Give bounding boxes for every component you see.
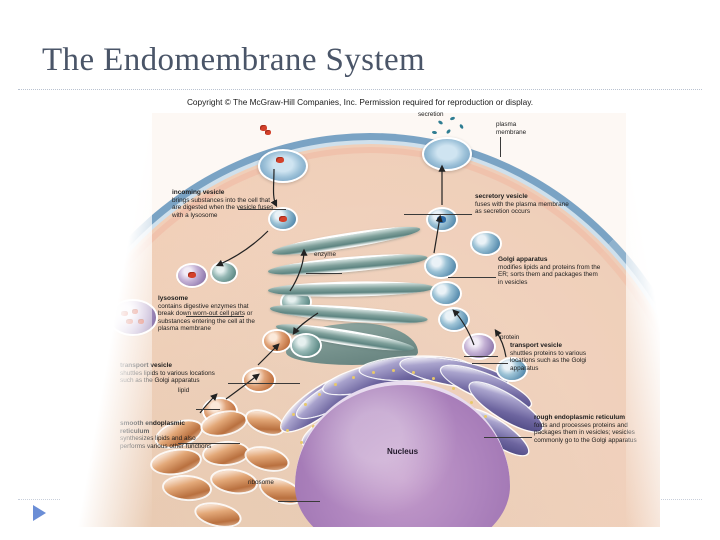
callout-body: contains digestive enzymes that break do… bbox=[158, 302, 255, 333]
leader-secretory-vesicle bbox=[404, 214, 472, 215]
ribosome-dot bbox=[352, 376, 355, 379]
golgi-vesicle bbox=[292, 335, 320, 356]
ribosome-dot bbox=[412, 371, 415, 374]
callout-golgi-apparatus: Golgi apparatus modifies lipids and prot… bbox=[498, 256, 602, 286]
callout-title: smooth endoplasmic reticulum bbox=[120, 420, 186, 435]
exocytosis-pocket bbox=[422, 137, 472, 171]
leader-enzyme bbox=[306, 273, 342, 274]
label-lipid: lipid bbox=[178, 387, 190, 394]
leader-lysosome bbox=[186, 316, 244, 317]
callout-body: synthesizes lipids and also performs var… bbox=[120, 435, 212, 450]
endomembrane-figure: Copyright © The McGraw-Hill Companies, I… bbox=[60, 95, 660, 527]
leader-plasma-membrane bbox=[500, 137, 501, 157]
title-divider bbox=[18, 89, 702, 91]
ingested-substance bbox=[276, 157, 284, 163]
leader-golgi bbox=[448, 277, 496, 278]
callout-title: transport vesicle bbox=[120, 362, 173, 369]
golgi-budding-vesicle bbox=[432, 283, 460, 304]
callout-lysosome: lysosome contains digestive enzymes that… bbox=[158, 295, 262, 333]
ribosome-dot bbox=[392, 369, 395, 372]
ribosome-dot bbox=[372, 371, 375, 374]
golgi-budding-vesicle bbox=[440, 309, 468, 330]
transport-vesicle-protein bbox=[472, 233, 500, 254]
vesicle-cargo bbox=[279, 216, 287, 222]
leader-smooth-er bbox=[178, 443, 240, 444]
callout-body: fuses with the plasma membrane as secret… bbox=[475, 200, 569, 216]
plasma-membrane bbox=[60, 133, 660, 527]
golgi-budding-vesicle bbox=[426, 255, 456, 277]
cell-diagram: Nucleus bbox=[60, 113, 660, 527]
callout-title: Golgi apparatus bbox=[498, 256, 548, 263]
nucleus-label: Nucleus bbox=[386, 447, 419, 456]
endocytosis-pocket bbox=[258, 149, 308, 183]
lysosome-vesicle bbox=[212, 263, 236, 282]
callout-transport-vesicle-lipid: transport vesicle shuttles lipids to var… bbox=[120, 362, 224, 385]
callout-rough-er: rough endoplasmic reticulum folds and pr… bbox=[534, 414, 638, 444]
extracellular-substance bbox=[265, 130, 271, 135]
label-secretion: secretion bbox=[418, 111, 444, 118]
extracellular-substance bbox=[260, 125, 267, 131]
ribosome-dot bbox=[318, 393, 321, 396]
ribosome-dot bbox=[286, 429, 289, 432]
leader-ribosome bbox=[278, 501, 320, 502]
label-ribosome: ribosome bbox=[248, 479, 274, 486]
callout-body: brings substances into the cell that are… bbox=[172, 196, 274, 219]
callout-title: lysosome bbox=[158, 295, 188, 302]
callout-incoming-vesicle: incoming vesicle brings substances into … bbox=[172, 189, 276, 219]
ribosome-dot bbox=[292, 413, 295, 416]
callout-title: secretory vesicle bbox=[475, 193, 528, 200]
nucleus: Nucleus bbox=[295, 381, 510, 527]
copyright-notice: Copyright © The McGraw-Hill Companies, I… bbox=[186, 97, 534, 107]
ribosome-dot bbox=[452, 387, 455, 390]
leader-transport-vesicle-lipid bbox=[228, 383, 300, 384]
leader-transport-vesicle-protein bbox=[472, 363, 508, 364]
callout-transport-vesicle-protein: transport vesicle shuttles proteins to v… bbox=[510, 342, 610, 372]
leader-lipid bbox=[196, 409, 220, 410]
ribosome-dot bbox=[304, 403, 307, 406]
leader-protein bbox=[464, 356, 498, 357]
plasma-membrane-outer-line bbox=[60, 140, 660, 527]
ribosome-dot bbox=[334, 383, 337, 386]
ribosome-dot bbox=[300, 441, 303, 444]
transport-vesicle-lipid bbox=[264, 331, 290, 351]
play-triangle-icon[interactable] bbox=[33, 505, 46, 521]
pathway-arrows bbox=[199, 164, 507, 414]
callout-body: folds and processes proteins and package… bbox=[534, 421, 637, 444]
leader-incoming-vesicle bbox=[238, 209, 286, 210]
leader-rough-er bbox=[484, 437, 532, 438]
callout-secretory-vesicle: secretory vesicle fuses with the plasma … bbox=[475, 193, 571, 216]
callout-title: incoming vesicle bbox=[172, 189, 225, 196]
label-plasma-membrane-line2: membrane bbox=[496, 129, 527, 136]
label-plasma-membrane-line1: plasma bbox=[496, 121, 517, 128]
label-enzyme: enzyme bbox=[314, 251, 337, 258]
callout-body: shuttles proteins to various locations s… bbox=[510, 349, 587, 372]
transport-vesicle-protein bbox=[464, 335, 494, 358]
callout-body: shuttles lipids to various locations suc… bbox=[120, 369, 215, 385]
ribosome-dot bbox=[484, 415, 487, 418]
ribosome-dot bbox=[470, 401, 473, 404]
callout-smooth-er: smooth endoplasmic reticulum synthesizes… bbox=[120, 420, 212, 450]
callout-title: rough endoplasmic reticulum bbox=[534, 414, 626, 421]
label-protein: protein bbox=[500, 334, 520, 341]
ribosome-dot bbox=[432, 377, 435, 380]
page-title: The Endomembrane System bbox=[42, 42, 426, 78]
vesicle-cargo bbox=[188, 272, 196, 278]
rough-er-vesicle bbox=[498, 359, 526, 380]
callout-title: transport vesicle bbox=[510, 342, 563, 349]
callout-body: modifies lipids and proteins from the ER… bbox=[498, 263, 601, 286]
